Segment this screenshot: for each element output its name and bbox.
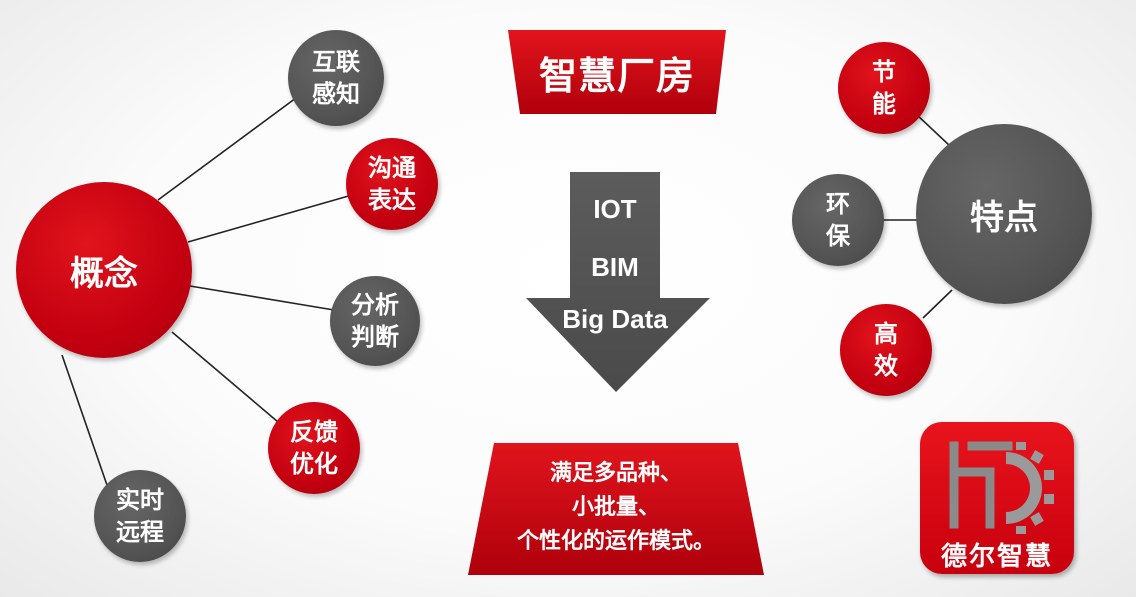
result-line-1: 满足多品种、 — [549, 461, 682, 486]
features-circle: 特点 — [916, 124, 1092, 304]
node-label-line2: 远程 — [116, 518, 164, 546]
node-label-line1: 环 — [826, 190, 850, 218]
tech-item-iot: IOT — [593, 194, 637, 224]
line-concept-goutong — [187, 194, 353, 243]
title-banner: 智慧厂房 — [508, 30, 726, 114]
line-feature-gaoxiao — [922, 289, 953, 319]
logo-text: 德尔智慧 — [940, 542, 1053, 572]
node-shishi-yuancheng: 实时 远程 — [94, 470, 186, 562]
node-label-line1: 节 — [872, 58, 896, 86]
node-label-line2: 保 — [826, 222, 850, 250]
result-banner-shape — [468, 443, 764, 575]
node-label-line2: 判断 — [351, 323, 399, 351]
node-label-line2: 优化 — [290, 450, 338, 478]
line-concept-shishi — [61, 354, 109, 489]
tech-item-bim: BIM — [591, 252, 639, 282]
node-label-line2: 效 — [874, 352, 898, 380]
node-label-line2: 表达 — [368, 186, 416, 214]
line-concept-hulian — [157, 94, 301, 201]
node-label-line2: 感知 — [312, 80, 360, 108]
page-title: 智慧厂房 — [538, 53, 695, 98]
node-label-line1: 反馈 — [290, 418, 338, 446]
title-banner-shape — [508, 30, 726, 114]
concept-circle: 概念 — [16, 182, 192, 358]
node-label-line1: 高 — [874, 320, 898, 348]
features-label: 特点 — [970, 197, 1038, 238]
gear-logo-icon — [949, 441, 1054, 534]
node-gaoxiao: 高 效 — [840, 304, 932, 396]
line-concept-fenxi — [189, 285, 335, 311]
line-concept-fankui — [171, 331, 279, 423]
brand-logo: 德尔智慧 — [920, 422, 1074, 574]
tech-arrow: IOT BIM Big Data — [520, 172, 710, 394]
concept-label: 概念 — [70, 253, 138, 294]
node-fankui-youhua: 反馈 优化 — [268, 402, 360, 494]
node-label-line1: 沟通 — [368, 154, 416, 182]
node-label-line1: 互联 — [312, 48, 360, 76]
node-label-line1: 分析 — [351, 291, 399, 319]
node-label-line1: 实时 — [116, 486, 164, 514]
node-goutong-biaoda: 沟通 表达 — [346, 138, 438, 230]
tech-item-bigdata: Big Data — [562, 304, 668, 334]
node-jieneng: 节 能 — [838, 42, 930, 134]
line-feature-jieneng — [915, 113, 951, 147]
node-hulian-ganzhi: 互联 感知 — [288, 30, 384, 126]
result-text: 满足多品种、 小批量、 个性化的运作模式。 — [468, 457, 764, 559]
result-line-3: 个性化的运作模式。 — [516, 529, 715, 554]
result-banner: 满足多品种、 小批量、 个性化的运作模式。 — [468, 443, 764, 575]
node-label-line2: 能 — [872, 90, 896, 118]
node-fenxi-panduan: 分析 判断 — [330, 276, 420, 366]
node-huanbao: 环 保 — [792, 174, 884, 266]
down-arrow-icon — [526, 172, 710, 392]
result-line-2: 小批量、 — [571, 495, 660, 520]
